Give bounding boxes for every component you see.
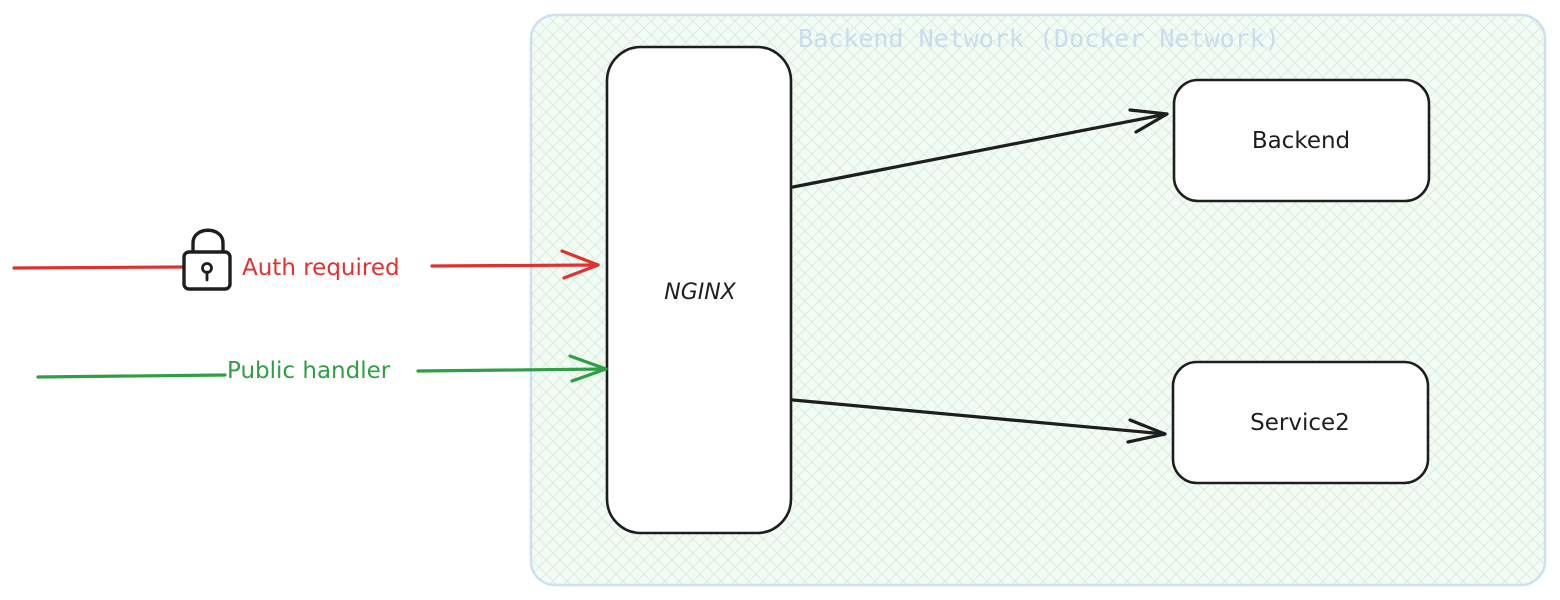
backend-node[interactable]: Backend [1172,78,1431,203]
nginx-to-service2-line [791,398,1167,436]
nginx-to-backend-line [791,112,1169,189]
lock-icon [182,228,232,291]
lock-shackle [191,228,225,255]
auth-required-label: Auth required [242,255,400,281]
public-line-right [416,367,608,373]
public-handler-label: Public handler [227,358,391,384]
auth-required-arrow [12,249,600,280]
service2-label: Service2 [1250,410,1350,436]
nginx-to-service2-arrowhead [1126,418,1167,444]
nginx-label: NGINX [664,280,736,305]
auth-line-left [12,265,186,270]
public-arrowhead [568,354,608,383]
service2-box [1171,360,1430,485]
nginx-box [605,45,793,535]
public-handler-arrow [36,354,608,383]
nginx-to-service2-arrow [791,398,1167,444]
nginx-to-backend-arrowhead [1128,108,1169,134]
nginx-to-backend-arrow [791,108,1169,189]
service2-node[interactable]: Service2 [1171,360,1430,485]
auth-arrowhead [560,249,600,280]
public-line-left [36,373,227,379]
backend-box [1172,78,1431,203]
lock-body [182,250,232,291]
backend-network-label: Backend Network (Docker Network) [798,24,1280,53]
nginx-node[interactable]: NGINX [605,45,793,535]
auth-line-right [430,263,600,268]
backend-label: Backend [1252,128,1350,154]
